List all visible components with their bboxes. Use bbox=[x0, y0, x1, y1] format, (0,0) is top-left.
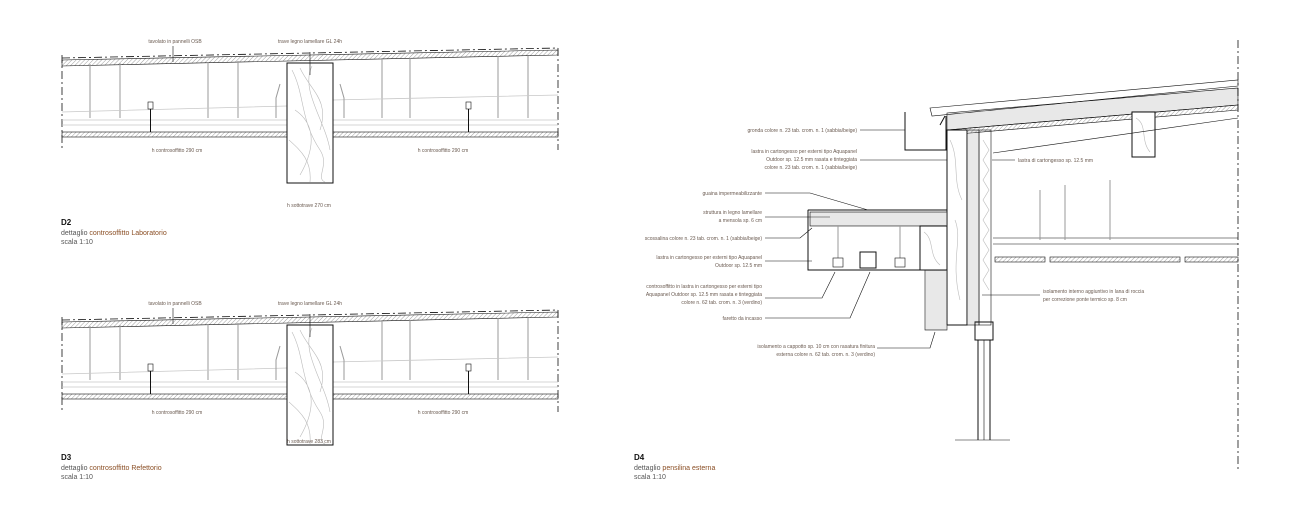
label-h-ceiling-left: h controsoffitto 290 cm bbox=[152, 148, 203, 154]
label-lastra-int: lastra di cartongesso sp. 12.5 mm bbox=[1018, 158, 1093, 164]
label-gronda: gronda colore n. 23 tab. crom. n. 1 (sab… bbox=[747, 128, 857, 134]
d2-section-drawing bbox=[61, 45, 559, 184]
detail-title: dettaglio controsoffitto Laboratorio bbox=[61, 230, 167, 237]
label-lastra-ext-2: Outdoor sp. 12.5 mm rasata e tinteggiata bbox=[766, 157, 857, 163]
label-cappotto-2: esterna colore n. 62 tab. crom. n. 3 (ve… bbox=[776, 352, 875, 358]
d4-annotations: gronda colore n. 23 tab. crom. n. 1 (sab… bbox=[645, 128, 1145, 358]
label-struttura-1: struttura in legno lamellare bbox=[703, 210, 762, 216]
label-osb: tavolato in pannelli OSB bbox=[148, 301, 202, 307]
label-struttura-2: a mensola sp. 6 cm bbox=[719, 218, 762, 224]
label-isolamento-int-1: isolamento interno aggiuntivo in lana di… bbox=[1043, 289, 1144, 295]
d4-section-drawing bbox=[807, 40, 1239, 470]
title-prefix: dettaglio bbox=[61, 465, 88, 472]
detail-title: dettaglio pensilina esterna bbox=[634, 465, 715, 472]
title-rest: controsoffitto Refettorio bbox=[89, 465, 161, 472]
detail-code: D4 bbox=[634, 453, 645, 462]
label-lastra-ext-3: colore n. 23 tab. crom. n. 1 (sabbia/bei… bbox=[764, 165, 857, 171]
label-lastra-ext-1: lastra in cartongesso per esterni tipo A… bbox=[751, 149, 857, 155]
detail-d4: gronda colore n. 23 tab. crom. n. 1 (sab… bbox=[634, 40, 1239, 481]
label-beam: trave legno lamellare GL 24h bbox=[278, 39, 342, 45]
label-h-ceiling-right: h controsoffitto 290 cm bbox=[418, 410, 469, 416]
label-cappotto-1: isolamento a cappotto sp. 10 cm con rasa… bbox=[757, 344, 875, 350]
label-h-beam: h sottotrave 270 cm bbox=[287, 203, 331, 209]
detail-title: dettaglio controsoffitto Refettorio bbox=[61, 465, 162, 472]
detail-code: D2 bbox=[61, 218, 72, 227]
d3-section-drawing bbox=[61, 307, 559, 446]
detail-scale: scala 1:10 bbox=[61, 239, 93, 246]
label-lastra-aqua-2: Outdoor sp. 12.5 mm bbox=[715, 263, 762, 269]
label-lastra-aqua-1: lastra in cartongesso per esterni tipo A… bbox=[656, 255, 762, 261]
label-scossalina: scossalina colore n. 23 tab. crom. n. 1 … bbox=[645, 236, 763, 242]
detail-d2: tavolato in pannelli OSB trave legno lam… bbox=[61, 39, 559, 246]
detail-scale: scala 1:10 bbox=[61, 474, 93, 481]
label-guaina: guaina impermeabilizzante bbox=[703, 191, 763, 197]
label-isolamento-int-2: per correzione ponte termico sp. 8 cm bbox=[1043, 297, 1127, 303]
label-beam: trave legno lamellare GL 24h bbox=[278, 301, 342, 307]
label-h-ceiling-right: h controsoffitto 290 cm bbox=[418, 148, 469, 154]
label-faretto: faretto da incasso bbox=[723, 316, 763, 322]
detail-code: D3 bbox=[61, 453, 72, 462]
title-rest: pensilina esterna bbox=[662, 465, 715, 472]
label-controsoffitto-3: colore n. 62 tab. crom. n. 3 (verdino) bbox=[681, 300, 762, 306]
label-osb: tavolato in pannelli OSB bbox=[148, 39, 202, 45]
label-controsoffitto-2: Aquapanel Outdoor sp. 12.5 mm rasata e t… bbox=[646, 292, 762, 298]
label-h-ceiling-left: h controsoffitto 290 cm bbox=[152, 410, 203, 416]
detail-scale: scala 1:10 bbox=[634, 474, 666, 481]
title-prefix: dettaglio bbox=[634, 465, 661, 472]
title-rest: controsoffitto Laboratorio bbox=[89, 230, 166, 237]
label-h-beam: h sottotrave 283 cm bbox=[287, 439, 331, 445]
title-prefix: dettaglio bbox=[61, 230, 88, 237]
detail-d3: tavolato in pannelli OSB trave legno lam… bbox=[61, 301, 559, 481]
label-controsoffitto-1: controsoffitto in lastra in cartongesso … bbox=[646, 284, 762, 290]
